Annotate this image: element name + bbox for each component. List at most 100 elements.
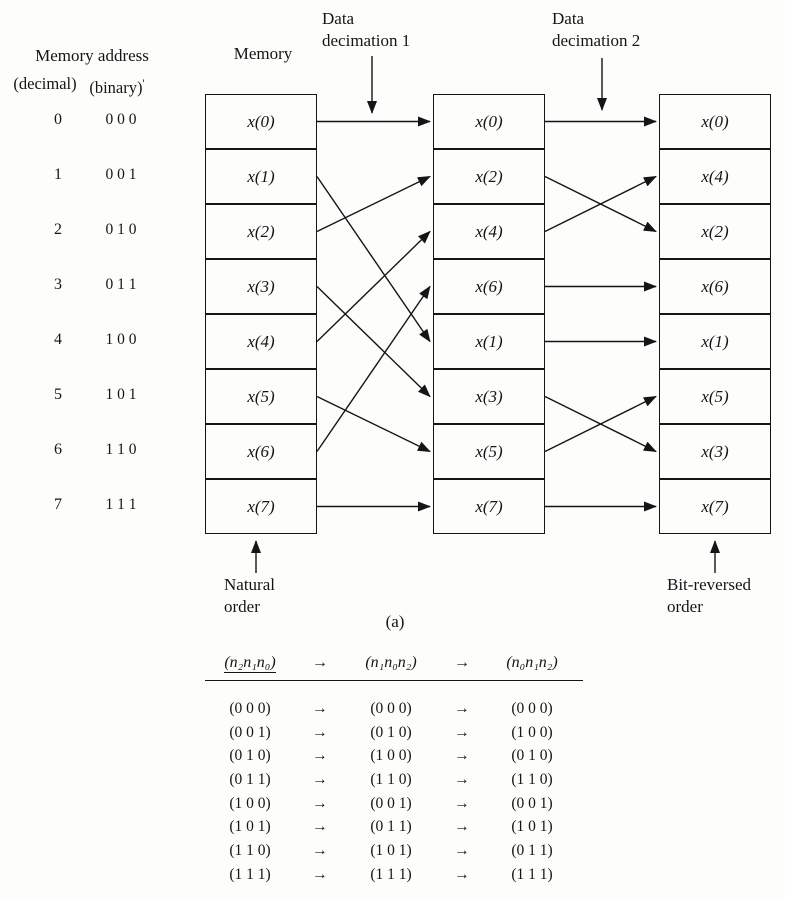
table-cell-arrow: →	[454, 699, 470, 717]
table-cell-arrow: →	[454, 723, 470, 741]
memory-column-decimation1: x(0) x(2) x(4) x(6) x(1) x(3) x(5) x(7)	[433, 94, 545, 534]
memory-cell-natural-1: x(1)	[205, 149, 317, 204]
address-decimal: 2	[54, 220, 62, 238]
table-header-arrow-2: →	[454, 654, 470, 671]
table-cell-tuple: (1 1 0)	[229, 841, 271, 859]
address-binary: 1 1 1	[105, 495, 137, 513]
table-cell-tuple: (0 1 0)	[370, 723, 412, 741]
memory-column-title: Memory	[233, 44, 293, 63]
table-cell-tuple: (0 1 0)	[229, 747, 271, 765]
table-cell-tuple: (0 1 0)	[511, 747, 553, 765]
table-row-6: (1 1 0)→(1 0 1)→(0 1 1)	[205, 839, 585, 863]
memory-cell-label: x(2)	[701, 221, 729, 241]
memory-cell-bitreversed-7: x(7)	[659, 479, 771, 534]
table-cell-tuple: (0 0 1)	[229, 723, 271, 741]
bit-reversed-order-line1: Bit-reversed	[667, 575, 752, 594]
table-cell-tuple: (0 0 1)	[370, 794, 412, 812]
table-header-rule	[205, 680, 583, 681]
table-cell-tuple: (1 0 1)	[229, 818, 271, 836]
address-binary: 0 0 1	[105, 165, 137, 183]
table-header-n2n1n0-text: (n₂n₁n₀)	[224, 654, 276, 673]
memory-cell-bitreversed-3: x(6)	[659, 259, 771, 314]
memory-cell-bitreversed-6: x(3)	[659, 424, 771, 479]
memory-address-title: Memory address	[35, 46, 149, 65]
memory-cell-label: x(7)	[475, 496, 503, 516]
table-cell-tuple: (1 1 1)	[229, 865, 271, 883]
table-cell-tuple: (1 0 1)	[370, 841, 412, 859]
address-row-3: 3 0 1 1	[0, 276, 200, 298]
address-decimal: 5	[54, 385, 62, 403]
arrow-stage2-5-to-6	[544, 395, 657, 453]
table-cell-arrow: →	[312, 747, 328, 765]
memory-cell-label: x(5)	[247, 386, 275, 406]
arrow-stage1-3-to-5	[316, 285, 431, 398]
arrow-stage2-1-to-2	[544, 175, 657, 233]
data-decimation-2-line1: Data	[552, 9, 585, 28]
arrow-stage1-1-to-4	[316, 176, 431, 343]
memory-cell-natural-0: x(0)	[205, 94, 317, 149]
table-cell-arrow: →	[454, 794, 470, 812]
address-binary: 1 0 0	[105, 330, 137, 348]
memory-cell-bitreversed-0: x(0)	[659, 94, 771, 149]
binary-label-text: (binary)	[89, 78, 143, 97]
memory-cell-decimation1-3: x(6)	[433, 259, 545, 314]
table-cell-tuple: (1 1 0)	[511, 770, 553, 788]
memory-cell-label: x(0)	[247, 111, 275, 131]
table-row-0: (0 0 0)→(0 0 0)→(0 0 0)	[205, 697, 585, 721]
address-binary: 0 1 1	[105, 275, 137, 293]
memory-cell-natural-3: x(3)	[205, 259, 317, 314]
memory-cell-label: x(0)	[701, 111, 729, 131]
memory-cell-decimation1-1: x(2)	[433, 149, 545, 204]
arrow-stage2-2-to-1	[544, 175, 657, 233]
table-cell-tuple: (1 0 0)	[229, 794, 271, 812]
table-cell-tuple: (0 0 0)	[370, 699, 412, 717]
memory-column-natural: x(0)x(1)x(2)x(3)x(4)x(5)x(6)x(7)	[205, 94, 317, 534]
memory-cell-label: x(7)	[701, 496, 729, 516]
table-row-5: (1 0 1)→(0 1 1)→(1 0 1)	[205, 815, 585, 839]
memory-cell-decimation1-6: x(5)	[433, 424, 545, 479]
memory-cell-label: x(2)	[475, 166, 503, 186]
memory-cell-bitreversed-1: x(4)	[659, 149, 771, 204]
bit-reversed-order-label: Bit-reversed order	[667, 574, 751, 618]
table-cell-tuple: (1 1 0)	[370, 770, 412, 788]
natural-order-line2: order	[224, 597, 260, 616]
table-cell-tuple: (1 0 0)	[511, 723, 553, 741]
table-row-4: (1 0 0)→(0 0 1)→(0 0 1)	[205, 792, 585, 816]
memory-cell-label: x(6)	[701, 276, 729, 296]
memory-cell-natural-5: x(5)	[205, 369, 317, 424]
address-decimal: 7	[54, 495, 62, 513]
memory-cell-label: x(3)	[475, 386, 503, 406]
memory-cell-natural-6: x(6)	[205, 424, 317, 479]
binary-column-label: (binary)'	[82, 73, 152, 98]
table-cell-arrow: →	[312, 818, 328, 836]
table-row-1: (0 0 1)→(0 1 0)→(1 0 0)	[205, 721, 585, 745]
table-cell-arrow: →	[454, 865, 470, 883]
memory-cell-decimation1-7: x(7)	[433, 479, 545, 534]
memory-cell-label: x(3)	[247, 276, 275, 296]
memory-cell-label: x(1)	[475, 331, 503, 351]
table-cell-tuple: (1 0 0)	[370, 747, 412, 765]
memory-cell-label: x(5)	[475, 441, 503, 461]
memory-cell-label: x(6)	[475, 276, 503, 296]
natural-order-label: Natural order	[224, 574, 275, 618]
data-decimation-1-line2: decimation 1	[322, 31, 411, 50]
table-header-row: (n₂n₁n₀) → (n₁n₀n₂) → (n₀n₁n₂)	[205, 650, 585, 676]
table-cell-arrow: →	[454, 818, 470, 836]
address-decimal: 3	[54, 275, 62, 293]
table-cell-tuple: (1 1 1)	[511, 865, 553, 883]
table-header-arrow-1: →	[312, 654, 328, 671]
memory-cell-decimation1-2: x(4)	[433, 204, 545, 259]
memory-cell-decimation1-0: x(0)	[433, 94, 545, 149]
address-binary: 1 1 0	[105, 440, 137, 458]
address-row-7: 7 1 1 1	[0, 496, 200, 518]
arrow-stage1-2-to-1	[316, 175, 431, 233]
memory-cell-label: x(4)	[701, 166, 729, 186]
address-binary: 0 1 0	[105, 220, 137, 238]
address-row-2: 2 0 1 0	[0, 221, 200, 243]
table-cell-arrow: →	[454, 770, 470, 788]
